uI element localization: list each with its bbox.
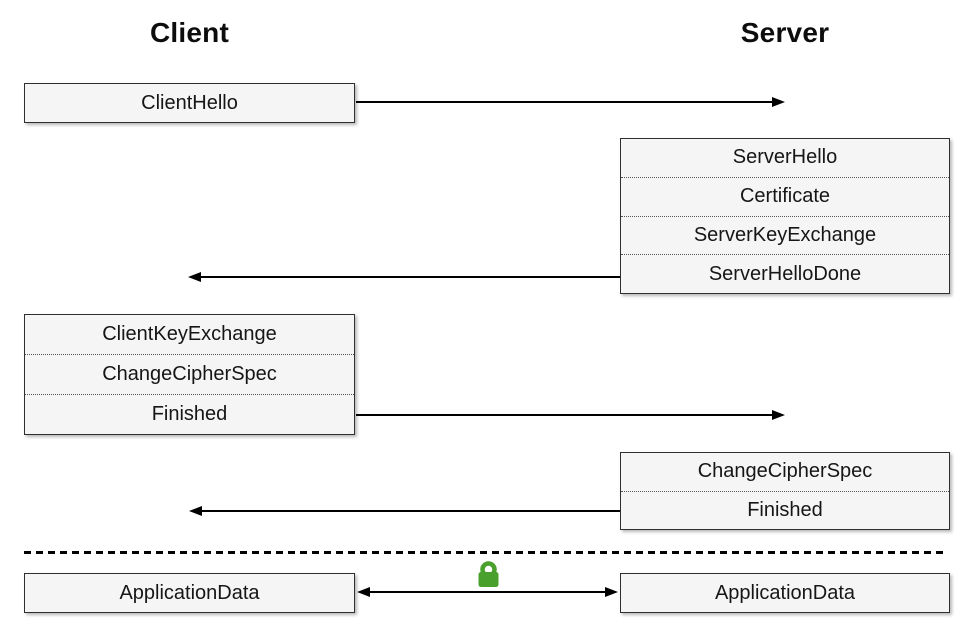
server-column-header: Server [740, 17, 830, 48]
server-finished-flight-box: ChangeCipherSpec Finished [620, 452, 950, 530]
arrow-server-to-client-1 [188, 272, 620, 282]
message-label: ServerHello [732, 146, 838, 169]
arrow-server-to-client-2 [189, 506, 620, 516]
message-label: ServerHelloDone [621, 254, 949, 293]
arrow-shaft [368, 591, 607, 594]
arrowhead-left-icon [357, 587, 370, 597]
application-data-client-box: ApplicationData [24, 573, 355, 613]
message-label: ServerKeyExchange [621, 215, 949, 255]
client-hello-box: ClientHello [24, 83, 355, 123]
message-label: ClientKeyExchange [102, 323, 277, 345]
arrowhead-right-icon [772, 410, 785, 420]
arrowhead-left-icon [189, 506, 202, 516]
arrowhead-right-icon [772, 97, 785, 107]
message-label: Finished [621, 490, 949, 530]
handshake-session-divider [24, 551, 948, 554]
message-label: ChangeCipherSpec [25, 354, 354, 394]
server-hello-flight-box: ServerHello Certificate ServerKeyExchang… [620, 138, 950, 294]
arrow-shaft [356, 414, 774, 417]
lock-icon [478, 561, 499, 587]
arrowhead-right-icon [605, 587, 618, 597]
arrow-shaft [200, 510, 620, 513]
message-label: ApplicationData [119, 581, 260, 604]
application-data-server-box: ApplicationData [620, 573, 950, 613]
arrow-client-to-server-2 [356, 410, 785, 420]
arrow-shaft [199, 276, 620, 279]
arrowhead-left-icon [188, 272, 201, 282]
client-key-flight-box: ClientKeyExchange ChangeCipherSpec Finis… [24, 314, 355, 435]
message-label: ApplicationData [714, 581, 856, 604]
arrow-application-data-bidirectional [357, 587, 618, 597]
arrow-shaft [356, 101, 774, 104]
message-label: ClientHello [141, 91, 238, 114]
message-label: ChangeCipherSpec [697, 460, 873, 483]
arrow-client-to-server-1 [356, 97, 785, 107]
message-label: Finished [25, 394, 354, 434]
client-column-header: Client [150, 17, 229, 48]
message-label: Certificate [621, 176, 949, 216]
